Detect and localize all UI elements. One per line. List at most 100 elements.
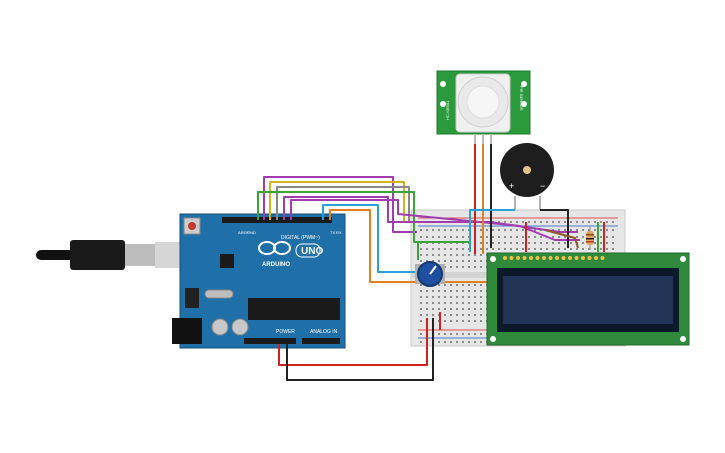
breadboard-hole bbox=[474, 290, 476, 292]
breadboard-hole bbox=[480, 229, 482, 231]
breadboard-hole bbox=[576, 221, 578, 223]
breadboard-hole bbox=[600, 242, 602, 244]
breadboard-hole bbox=[468, 308, 470, 310]
breadboard-hole bbox=[486, 248, 488, 250]
wire-buzzer-blue bbox=[469, 209, 515, 252]
breadboard-hole bbox=[534, 242, 536, 244]
analog-header-label: ANALOG IN bbox=[310, 329, 338, 335]
breadboard-hole bbox=[474, 284, 476, 286]
tx-label: TX bbox=[330, 230, 335, 235]
breadboard-hole bbox=[492, 236, 494, 238]
breadboard-hole bbox=[510, 236, 512, 238]
reset-button[interactable] bbox=[188, 222, 196, 230]
breadboard-hole bbox=[468, 341, 470, 343]
breadboard-hole bbox=[516, 236, 518, 238]
breadboard-hole bbox=[444, 284, 446, 286]
breadboard-hole bbox=[462, 314, 464, 316]
breadboard-hole bbox=[456, 236, 458, 238]
breadboard-hole bbox=[516, 248, 518, 250]
breadboard-hole bbox=[594, 229, 596, 231]
breadboard-hole bbox=[438, 260, 440, 262]
breadboard-hole bbox=[528, 248, 530, 250]
breadboard-hole bbox=[450, 248, 452, 250]
breadboard-hole bbox=[552, 242, 554, 244]
buzzer-minus-label: − bbox=[540, 181, 545, 191]
breadboard-hole bbox=[504, 221, 506, 223]
breadboard-hole bbox=[420, 284, 422, 286]
breadboard-hole bbox=[438, 284, 440, 286]
breadboard-hole bbox=[612, 236, 614, 238]
lcd-pin bbox=[561, 256, 566, 260]
breadboard-hole bbox=[444, 260, 446, 262]
breadboard-hole bbox=[456, 266, 458, 268]
breadboard-hole bbox=[450, 290, 452, 292]
lcd-pin bbox=[568, 256, 572, 260]
breadboard-hole bbox=[480, 266, 482, 268]
breadboard-hole bbox=[552, 248, 554, 250]
breadboard-hole bbox=[582, 229, 584, 231]
breadboard-hole bbox=[582, 236, 584, 238]
wire-purple-2 bbox=[283, 196, 578, 233]
breadboard-hole bbox=[450, 284, 452, 286]
breadboard-hole bbox=[564, 248, 566, 250]
lcd-pin bbox=[522, 256, 527, 260]
breadboard-hole bbox=[468, 302, 470, 304]
digital-header-label: DIGITAL (PWM~) bbox=[281, 235, 320, 241]
breadboard-hole bbox=[438, 290, 440, 292]
lcd-pin bbox=[509, 256, 514, 260]
breadboard-hole bbox=[462, 254, 464, 256]
breadboard-hole bbox=[498, 248, 500, 250]
breadboard-hole bbox=[522, 236, 524, 238]
breadboard-hole bbox=[426, 308, 428, 310]
breadboard-hole bbox=[480, 248, 482, 250]
breadboard-hole bbox=[438, 296, 440, 298]
breadboard-hole bbox=[432, 290, 434, 292]
breadboard-hole bbox=[456, 248, 458, 250]
breadboard-hole bbox=[504, 236, 506, 238]
breadboard-hole bbox=[468, 320, 470, 322]
breadboard-hole bbox=[582, 248, 584, 250]
breadboard-hole bbox=[438, 236, 440, 238]
breadboard-hole bbox=[534, 248, 536, 250]
breadboard-hole bbox=[570, 242, 572, 244]
breadboard-hole bbox=[594, 248, 596, 250]
breadboard-hole bbox=[606, 248, 608, 250]
wire-power-black bbox=[286, 318, 434, 381]
breadboard-hole bbox=[474, 341, 476, 343]
breadboard-hole bbox=[600, 229, 602, 231]
breadboard-hole bbox=[438, 333, 440, 335]
breadboard-hole bbox=[540, 242, 542, 244]
breadboard-hole bbox=[504, 248, 506, 250]
breadboard-hole bbox=[516, 221, 518, 223]
breadboard-hole bbox=[420, 254, 422, 256]
breadboard-hole bbox=[606, 242, 608, 244]
breadboard-hole bbox=[456, 260, 458, 262]
breadboard-hole bbox=[600, 221, 602, 223]
breadboard-hole bbox=[480, 254, 482, 256]
breadboard-hole bbox=[444, 314, 446, 316]
breadboard-hole bbox=[450, 308, 452, 310]
breadboard-hole bbox=[480, 341, 482, 343]
breadboard-hole bbox=[474, 302, 476, 304]
breadboard-hole bbox=[516, 242, 518, 244]
breadboard-hole bbox=[456, 308, 458, 310]
breadboard-hole bbox=[450, 229, 452, 231]
breadboard-hole bbox=[468, 266, 470, 268]
buzzer: + − bbox=[500, 143, 554, 210]
breadboard-hole bbox=[492, 248, 494, 250]
breadboard-hole bbox=[558, 236, 560, 238]
breadboard-hole bbox=[462, 333, 464, 335]
breadboard-hole bbox=[456, 333, 458, 335]
power-jack bbox=[172, 318, 202, 344]
breadboard-hole bbox=[600, 236, 602, 238]
atmega-chip bbox=[248, 298, 340, 320]
arduino-logo-icon bbox=[258, 241, 291, 255]
breadboard-hole bbox=[456, 341, 458, 343]
breadboard-hole bbox=[444, 341, 446, 343]
breadboard-hole bbox=[426, 302, 428, 304]
breadboard-hole bbox=[534, 229, 536, 231]
potentiometer[interactable] bbox=[415, 261, 445, 287]
breadboard-hole bbox=[516, 229, 518, 231]
breadboard-hole bbox=[474, 314, 476, 316]
